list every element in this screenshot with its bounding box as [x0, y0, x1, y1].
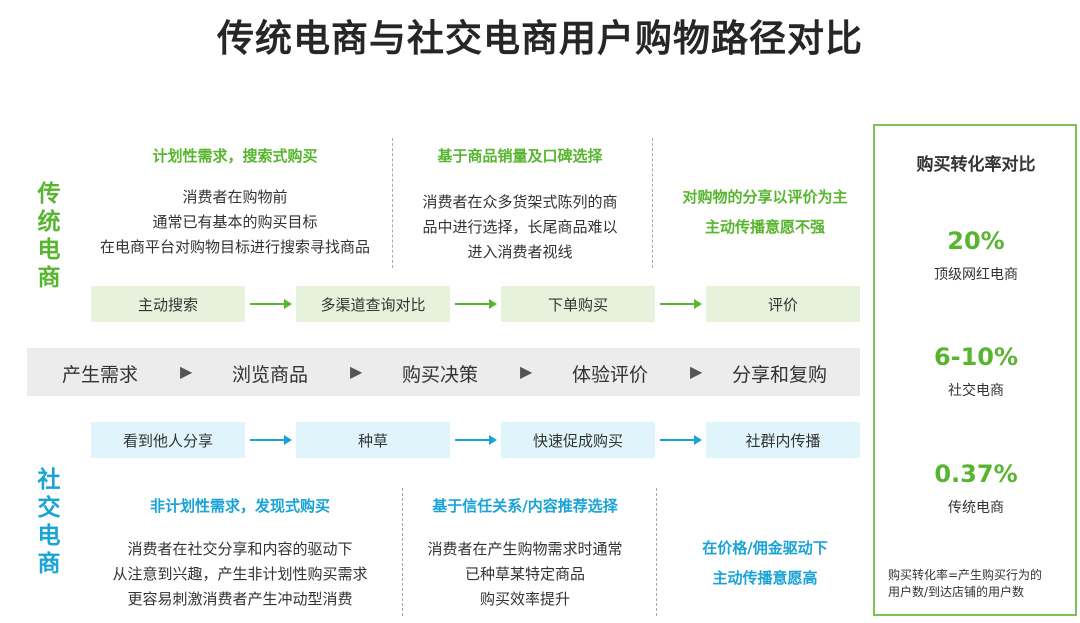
conversion-label: 顶级网红电商	[934, 267, 1018, 283]
header-line: 对购物的分享以评价为主	[682, 188, 848, 206]
conversion-value: 20%	[947, 227, 1005, 255]
traditional-col1-text: 消费者在购物前 通常已有基本的购买目标 在电商平台对购物目标进行搜索寻找商品	[70, 185, 400, 260]
side-char: 社	[37, 467, 61, 493]
header-line: 主动传播意愿高	[712, 569, 818, 587]
note-line: 用户数/到达店铺的用户数	[888, 585, 1025, 599]
text-line: 进入消费者视线	[467, 243, 573, 261]
social-col2-header: 基于信任关系/内容推荐选择	[432, 497, 618, 515]
traditional-col2-header: 基于商品销量及口碑选择	[437, 147, 603, 165]
conversion-note: 购买转化率=产生购买行为的 用户数/到达店铺的用户数	[888, 567, 1068, 601]
text-line: 消费者在社交分享和内容的驱动下	[127, 540, 353, 558]
traditional-step-1: 主动搜索	[91, 286, 245, 322]
side-char: 电	[37, 237, 61, 263]
conversion-title: 购买转化率对比	[916, 155, 1036, 175]
text-line: 购买效率提升	[479, 590, 570, 608]
traditional-step-4: 评价	[706, 286, 860, 322]
traditional-side-label: 传 统 电 商	[34, 180, 64, 292]
text-line: 品中进行选择，长尾商品难以	[422, 218, 618, 236]
stage-4: 体验评价	[572, 364, 649, 386]
traditional-col3-header: 对购物的分享以评价为主 主动传播意愿不强	[660, 182, 870, 242]
side-char: 商	[37, 265, 61, 291]
text-line: 消费者在产生购物需求时通常	[427, 540, 623, 558]
side-char: 交	[37, 495, 61, 521]
social-col3-header: 在价格/佣金驱动下 主动传播意愿高	[665, 533, 865, 593]
social-step-1: 看到他人分享	[91, 422, 245, 458]
arrow	[660, 299, 702, 309]
header-line: 主动传播意愿不强	[704, 218, 825, 236]
stage-bar	[27, 348, 860, 396]
header-line: 在价格/佣金驱动下	[702, 539, 828, 557]
side-char: 传	[37, 181, 61, 207]
text-line: 消费者在购物前	[182, 188, 288, 206]
conversion-value: 0.37%	[934, 460, 1018, 488]
divider	[656, 488, 657, 616]
play-icon: ▶	[690, 362, 703, 381]
traditional-step-3: 下单购买	[501, 286, 655, 322]
text-line: 通常已有基本的购买目标	[152, 213, 318, 231]
social-col1-text: 消费者在社交分享和内容的驱动下 从注意到兴趣，产生非计划性购买需求 更容易刺激消…	[70, 537, 410, 612]
note-line: 购买转化率=产生购买行为的	[888, 568, 1043, 582]
side-char: 统	[37, 209, 61, 235]
social-step-2: 种草	[296, 422, 450, 458]
divider	[652, 138, 653, 268]
arrow	[250, 299, 292, 309]
conversion-value: 6-10%	[933, 343, 1019, 371]
stage-2: 浏览商品	[232, 364, 309, 386]
arrow	[660, 435, 702, 445]
traditional-col1-header: 计划性需求，搜索式购买	[152, 147, 318, 165]
side-char: 电	[37, 523, 61, 549]
arrow	[250, 435, 292, 445]
divider	[392, 138, 393, 268]
play-icon: ▶	[180, 362, 193, 381]
text-line: 更容易刺激消费者产生冲动型消费	[127, 590, 353, 608]
social-side-label: 社 交 电 商	[34, 466, 64, 578]
divider	[402, 488, 403, 616]
side-char: 商	[37, 551, 61, 577]
conversion-label: 传统电商	[948, 500, 1004, 516]
text-line: 消费者在众多货架式陈列的商	[422, 193, 618, 211]
social-step-4: 社群内传播	[706, 422, 860, 458]
conversion-label: 社交电商	[948, 383, 1004, 399]
stage-5: 分享和复购	[732, 364, 828, 386]
arrow	[455, 299, 497, 309]
social-col1-header: 非计划性需求，发现式购买	[149, 497, 330, 515]
text-line: 已种草某特定商品	[464, 565, 585, 583]
arrow	[455, 435, 497, 445]
stage-3: 购买决策	[402, 364, 479, 386]
play-icon: ▶	[350, 362, 363, 381]
conversion-panel	[873, 124, 1077, 616]
social-col2-text: 消费者在产生购物需求时通常 已种草某特定商品 购买效率提升	[405, 537, 645, 612]
play-icon: ▶	[520, 362, 533, 381]
text-line: 在电商平台对购物目标进行搜索寻找商品	[99, 238, 370, 256]
text-line: 从注意到兴趣，产生非计划性购买需求	[112, 565, 368, 583]
stage-1: 产生需求	[62, 364, 139, 386]
social-step-3: 快速促成购买	[501, 422, 655, 458]
traditional-step-2: 多渠道查询对比	[296, 286, 450, 322]
traditional-col2-text: 消费者在众多货架式陈列的商 品中进行选择，长尾商品难以 进入消费者视线	[400, 190, 640, 265]
page-title: 传统电商与社交电商用户购物路径对比	[217, 17, 863, 60]
